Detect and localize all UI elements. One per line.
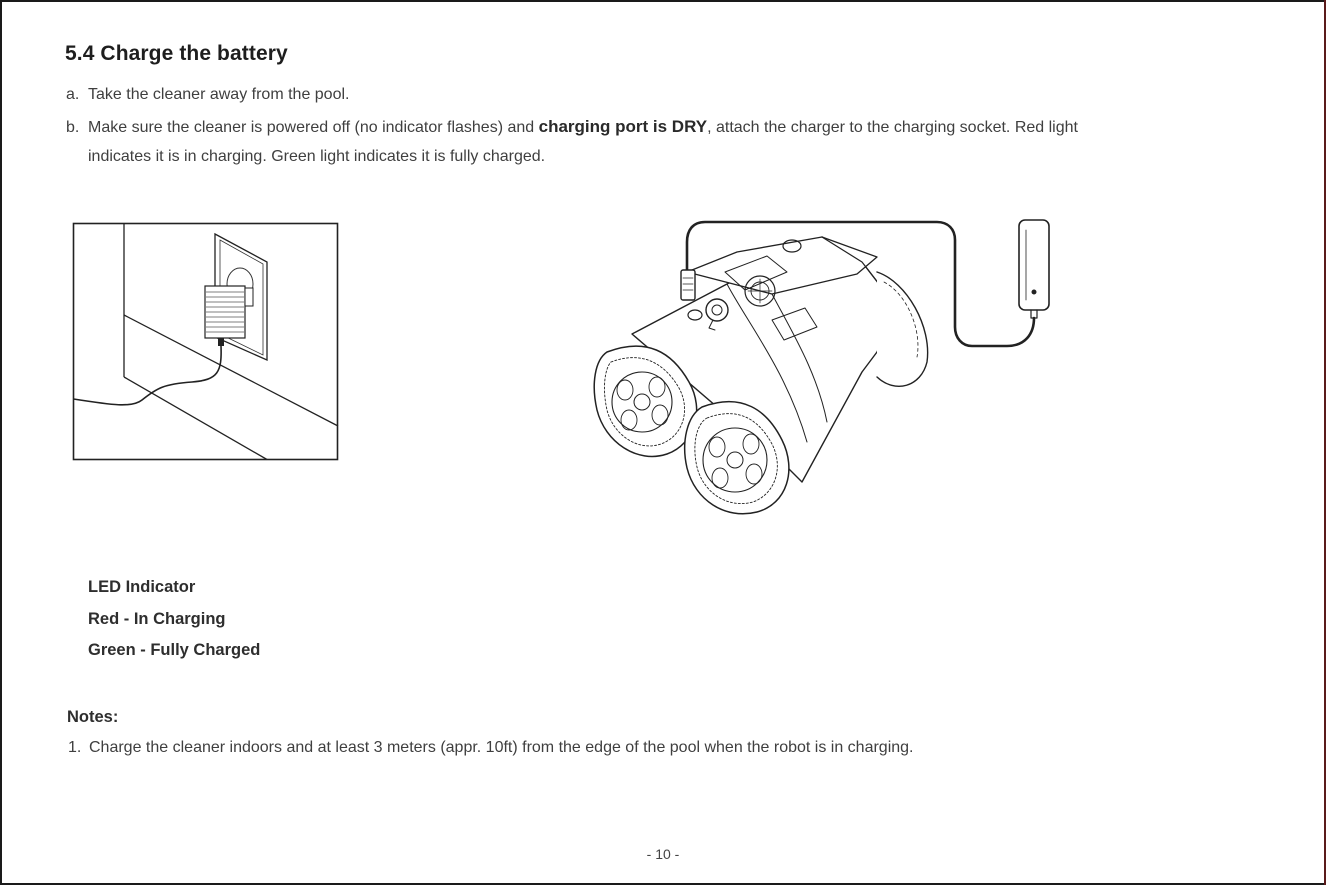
wall-socket-illustration bbox=[72, 222, 339, 461]
note-text: Charge the cleaner indoors and at least … bbox=[89, 739, 914, 756]
led-indicator-legend: LED Indicator Red - In Charging Green - … bbox=[88, 578, 260, 673]
section-title: 5.4 Charge the battery bbox=[65, 42, 288, 65]
step-marker: a. bbox=[66, 86, 80, 103]
led-legend-red: Red - In Charging bbox=[88, 609, 226, 628]
step-b-continuation: indicates it is in charging. Green light… bbox=[88, 148, 546, 165]
step-marker: b. bbox=[66, 119, 80, 136]
step-text: Make sure the cleaner is powered off (no… bbox=[88, 119, 539, 136]
note-item: 1. Charge the cleaner indoors and at leas… bbox=[68, 739, 914, 757]
step-text: , attach the charger to the charging soc… bbox=[707, 119, 1078, 136]
robot-charging-illustration bbox=[593, 219, 1050, 515]
led-legend-title: LED Indicator bbox=[88, 578, 196, 596]
step-text: Take the cleaner away from the pool. bbox=[88, 86, 350, 103]
step-b: b. Make sure the cleaner is powered off (… bbox=[66, 117, 1078, 137]
led-legend-green: Green - Fully Charged bbox=[88, 641, 261, 659]
step-a: a. Take the cleaner away from the pool. bbox=[66, 86, 349, 104]
page-number: - 10 - bbox=[646, 846, 680, 862]
dry-port-warning: charging port is DRY bbox=[538, 117, 708, 136]
note-marker: 1. bbox=[68, 739, 82, 756]
notes-title: Notes: bbox=[67, 708, 119, 726]
